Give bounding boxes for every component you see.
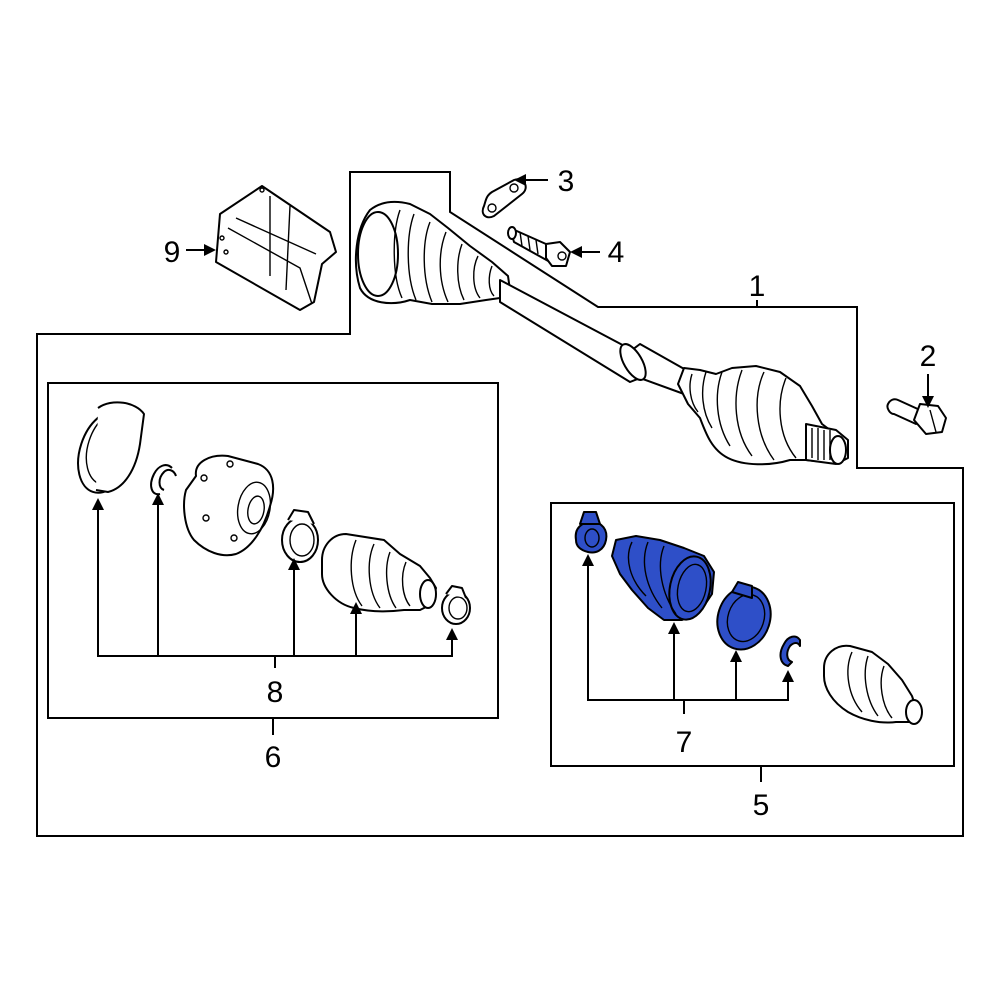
inner-cv-joint[interactable]: [823, 644, 923, 725]
callout-1: 1: [749, 270, 766, 303]
inner-cv-boot[interactable]: [611, 535, 716, 623]
inner-snap-ring[interactable]: [779, 635, 801, 667]
leader-lines: [92, 174, 934, 782]
assembly-frame: [36, 171, 964, 837]
axle-bolt[interactable]: [507, 226, 571, 267]
callout-9: 9: [164, 236, 181, 269]
outer-snap-ring[interactable]: [150, 464, 177, 496]
outer-cv-boot[interactable]: [321, 533, 437, 613]
callout-3: 3: [558, 165, 575, 198]
outer-dust-cap[interactable]: [68, 401, 146, 500]
lock-plate[interactable]: [481, 178, 527, 219]
callout-2: 2: [920, 340, 937, 373]
inner-boot-clamp-small[interactable]: [574, 511, 608, 554]
outer-cv-joint-housing[interactable]: [183, 454, 275, 557]
flange-bolt[interactable]: [886, 398, 947, 435]
heat-shield[interactable]: [215, 185, 337, 311]
outer-boot-clamp-small[interactable]: [441, 585, 471, 625]
axle-shaft[interactable]: [354, 201, 849, 466]
subassembly-box-5: [550, 502, 955, 767]
callout-6: 6: [265, 741, 282, 774]
callout-5: 5: [753, 789, 770, 822]
callout-4: 4: [608, 236, 625, 269]
outer-boot-clamp-large[interactable]: [281, 509, 319, 563]
callout-8: 8: [267, 676, 284, 709]
callout-7: 7: [676, 726, 693, 759]
inner-boot-clamp-large[interactable]: [709, 580, 778, 657]
